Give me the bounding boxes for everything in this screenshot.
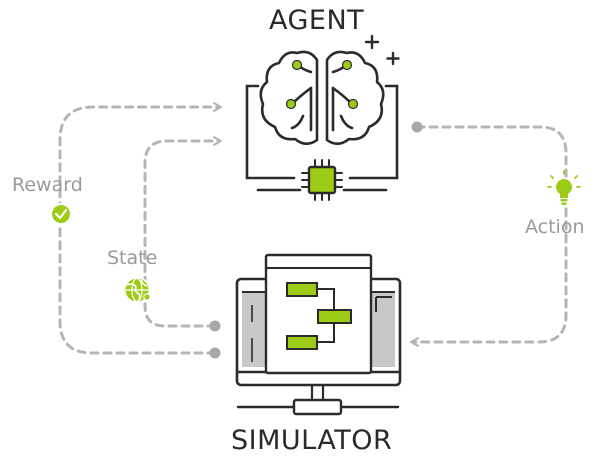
reward-check-icon xyxy=(50,203,72,225)
processor-chip-icon xyxy=(301,159,343,201)
state-loop-line xyxy=(143,141,218,328)
state-globe-icon xyxy=(123,277,151,305)
reward-start-dot xyxy=(209,347,221,359)
monitor-icon xyxy=(235,253,402,416)
reward-loop-line xyxy=(58,107,218,355)
state-label: State xyxy=(107,247,158,269)
agent-frame xyxy=(245,84,399,192)
brain-icon xyxy=(259,50,385,146)
action-start-dot xyxy=(411,121,423,133)
plus-sparkle-icons xyxy=(364,34,400,66)
action-label: Action xyxy=(525,216,585,238)
action-lightbulb-icon xyxy=(547,170,581,205)
action-loop-line xyxy=(414,125,568,342)
agent-label: AGENT xyxy=(269,5,365,36)
reward-label: Reward xyxy=(12,174,83,196)
state-start-dot xyxy=(209,320,221,332)
simulator-label: SIMULATOR xyxy=(231,425,393,456)
brain-node-dots xyxy=(285,59,359,110)
